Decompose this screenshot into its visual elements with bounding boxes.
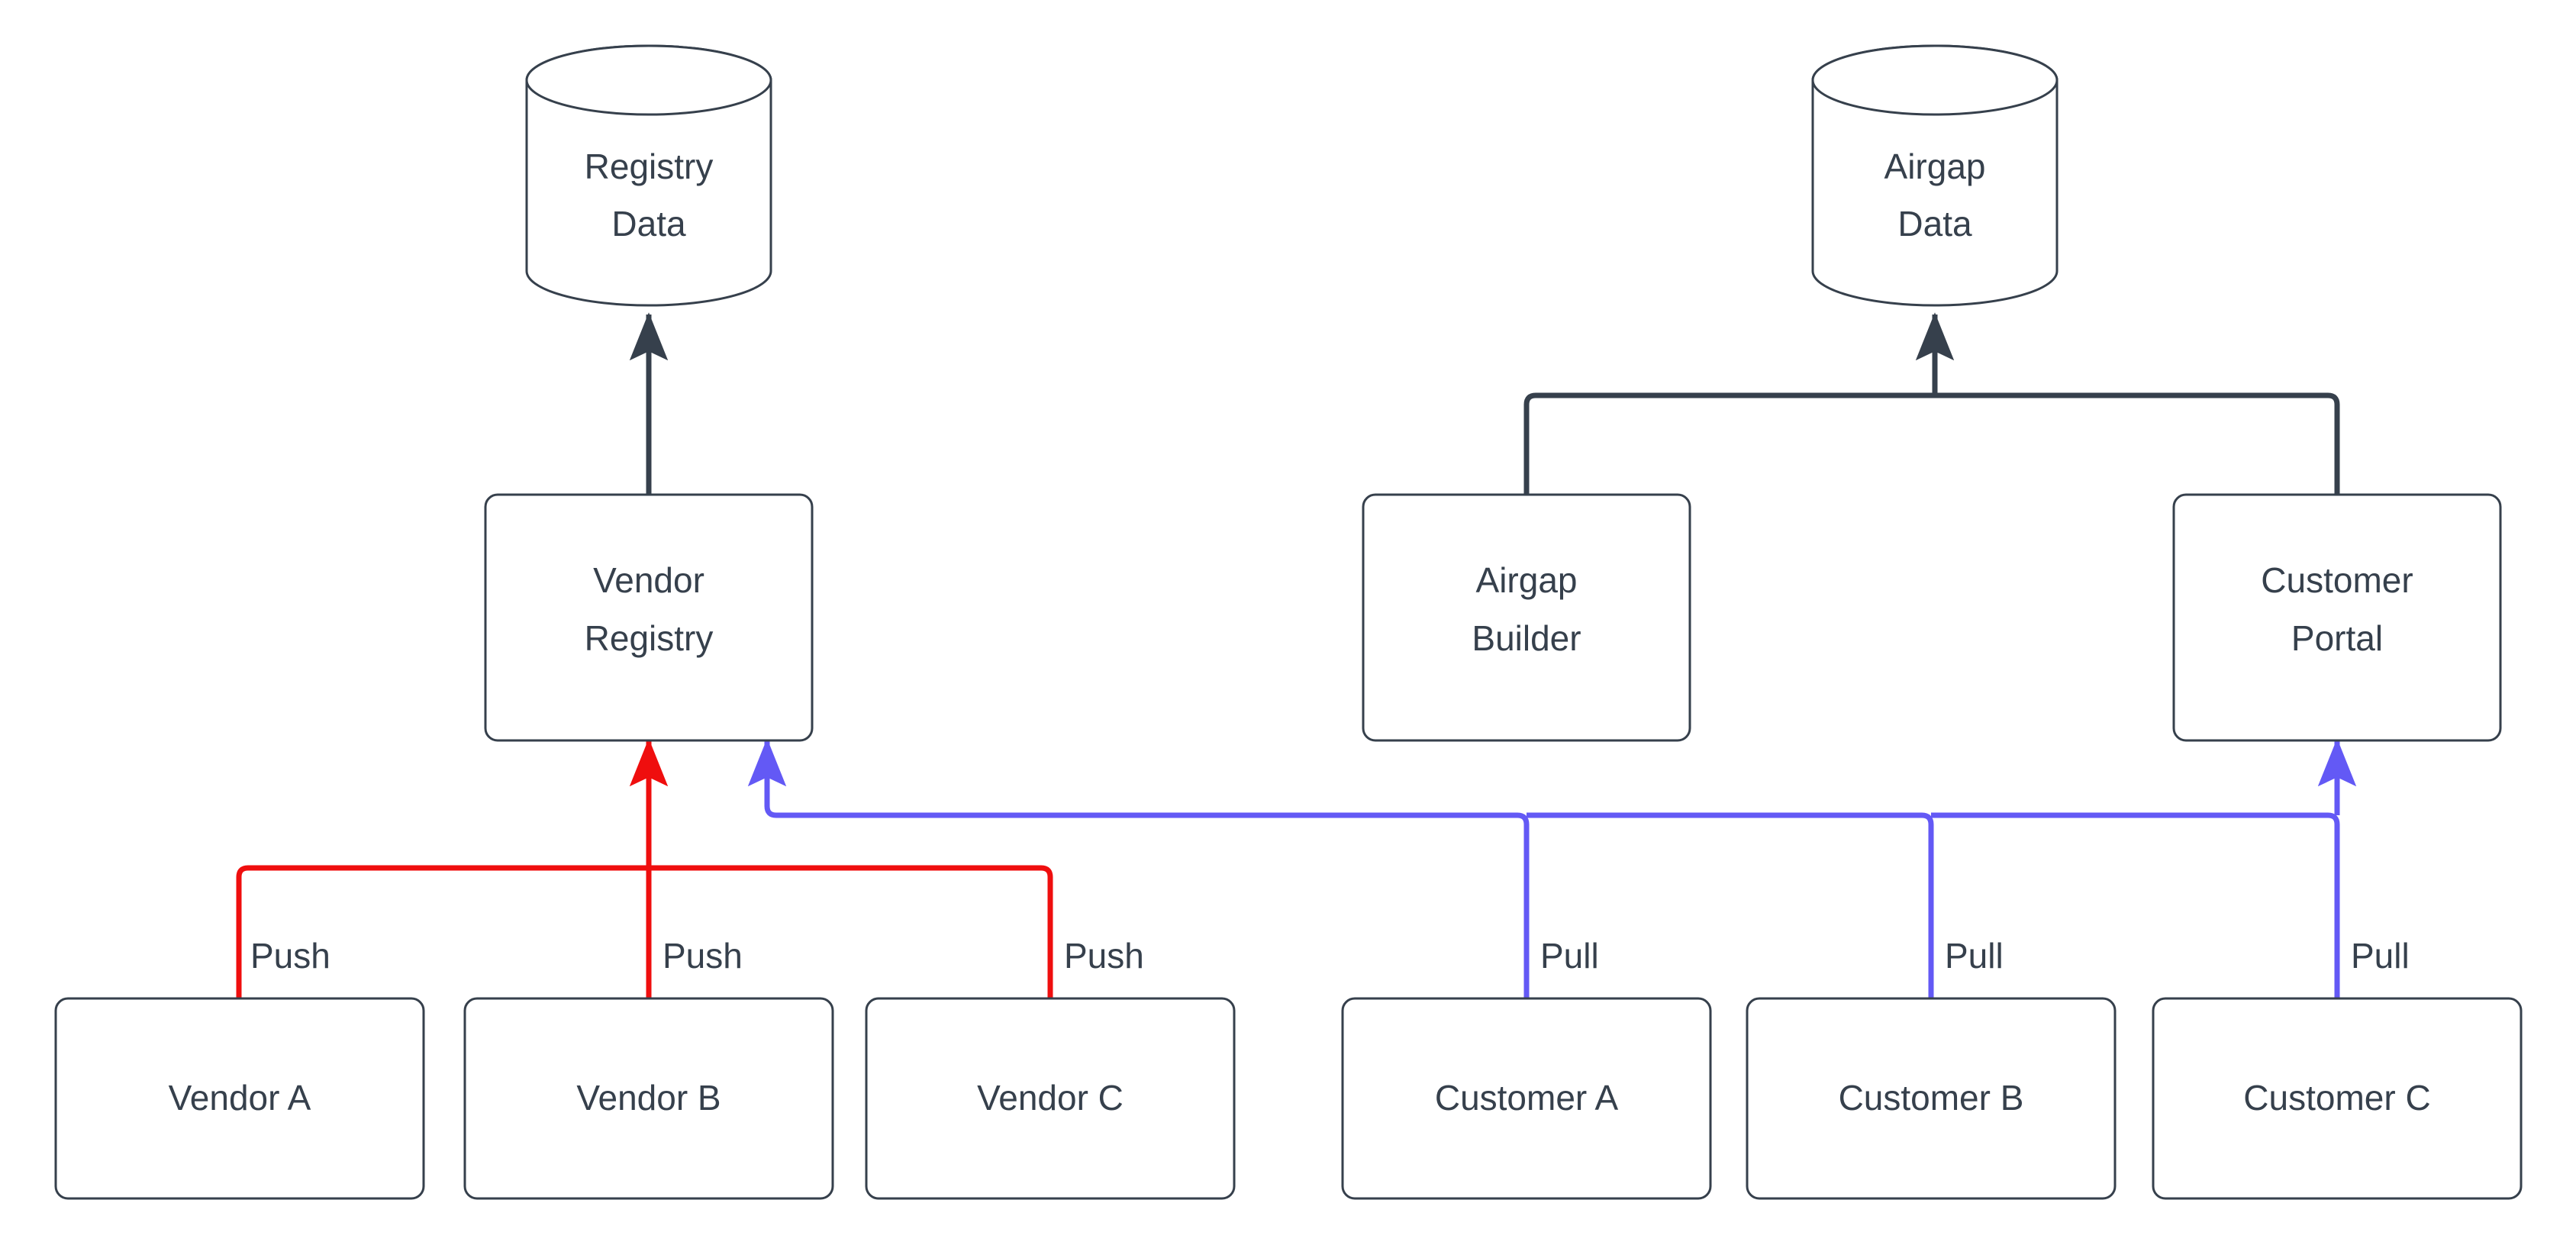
node-vendor-b[interactable]: Vendor B bbox=[463, 997, 834, 1200]
edge-vendor-c-push bbox=[649, 865, 1053, 998]
node-airgap-data-line2: Data bbox=[1897, 204, 1972, 244]
node-customer-a[interactable]: Customer A bbox=[1341, 997, 1712, 1200]
edge-airgap-builder-to-airgap-data bbox=[1523, 392, 1935, 495]
node-customer-b[interactable]: Customer B bbox=[1746, 997, 2117, 1200]
node-customer-portal[interactable]: Customer Portal bbox=[2172, 493, 2502, 742]
edge-customer-c-pull bbox=[1931, 812, 2340, 998]
node-airgap-data[interactable]: Airgap Data bbox=[1811, 44, 2059, 307]
edge-label-push-c: Push bbox=[1064, 936, 1144, 976]
node-vendor-a[interactable]: Vendor A bbox=[54, 997, 425, 1200]
edge-label-push-a: Push bbox=[250, 936, 330, 976]
node-vendor-registry[interactable]: Vendor Registry bbox=[484, 493, 814, 742]
edge-label-pull-c: Pull bbox=[2351, 936, 2410, 976]
node-customer-b-label: Customer B bbox=[1839, 1078, 2024, 1118]
node-customer-portal-line2: Portal bbox=[2291, 618, 2383, 658]
edge-customer-portal-to-airgap-data bbox=[1935, 392, 2340, 495]
node-registry-data-line1: Registry bbox=[585, 147, 714, 186]
node-airgap-builder-line1: Airgap bbox=[1476, 560, 1578, 600]
edge-customer-a-pull bbox=[747, 738, 1530, 998]
node-vendor-c[interactable]: Vendor C bbox=[865, 997, 1236, 1200]
node-customer-c-label: Customer C bbox=[2243, 1078, 2430, 1118]
edge-label-pull-a: Pull bbox=[1540, 936, 1599, 976]
node-airgap-builder-line2: Builder bbox=[1472, 618, 1581, 658]
node-airgap-builder[interactable]: Airgap Builder bbox=[1362, 493, 1691, 742]
node-vendor-c-label: Vendor C bbox=[977, 1078, 1124, 1118]
node-airgap-data-line1: Airgap bbox=[1884, 147, 1986, 186]
node-vendor-b-label: Vendor B bbox=[576, 1078, 721, 1118]
edge-vendor-a-push bbox=[236, 865, 649, 998]
edge-label-push-b: Push bbox=[663, 936, 743, 976]
node-vendor-registry-line2: Registry bbox=[585, 618, 714, 658]
node-vendor-registry-line1: Vendor bbox=[593, 560, 704, 600]
node-registry-data[interactable]: Registry Data bbox=[525, 44, 772, 307]
node-vendor-a-label: Vendor A bbox=[169, 1078, 311, 1118]
edge-customer-b-pull bbox=[1527, 812, 1934, 998]
node-customer-c[interactable]: Customer C bbox=[2152, 997, 2523, 1200]
edge-label-pull-b: Pull bbox=[1945, 936, 2004, 976]
node-registry-data-line2: Data bbox=[611, 204, 686, 244]
node-customer-a-label: Customer A bbox=[1435, 1078, 1619, 1118]
node-customer-portal-line1: Customer bbox=[2261, 560, 2413, 600]
